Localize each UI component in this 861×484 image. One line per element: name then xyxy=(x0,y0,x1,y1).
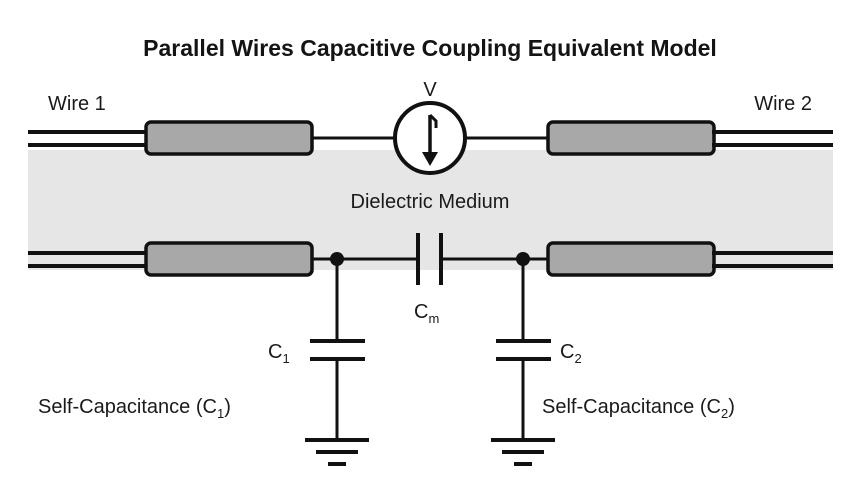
coupling-capacitor-icon xyxy=(416,233,443,285)
self-capacitor-1-icon xyxy=(310,259,365,440)
wire-1-label: Wire 1 xyxy=(48,93,106,115)
ac-current-source-icon xyxy=(393,101,467,175)
wire-2-label: Wire 2 xyxy=(754,93,812,115)
cm-label: Cm xyxy=(414,301,439,326)
wire-2-top-segment xyxy=(546,120,716,156)
wire-bottom xyxy=(28,241,833,277)
wire-1-bottom-segment xyxy=(144,241,314,277)
self-capacitance-1-label: Self-Capacitance (C1) xyxy=(38,396,231,421)
diagram-title: Parallel Wires Capacitive Coupling Equiv… xyxy=(143,35,717,61)
ground-icon-2 xyxy=(491,438,555,466)
wire-2-bottom-segment xyxy=(546,241,716,277)
self-capacitor-2-icon xyxy=(496,259,551,440)
wire-1-top-segment xyxy=(144,120,314,156)
self-capacitance-2-label: Self-Capacitance (C2) xyxy=(542,396,735,421)
ground-icon-1 xyxy=(305,438,369,466)
wire-top xyxy=(28,120,833,156)
c2-label: C2 xyxy=(560,341,582,366)
c1-label: C1 xyxy=(268,341,290,366)
dielectric-label: Dielectric Medium xyxy=(351,191,510,213)
source-label: V xyxy=(423,79,437,101)
